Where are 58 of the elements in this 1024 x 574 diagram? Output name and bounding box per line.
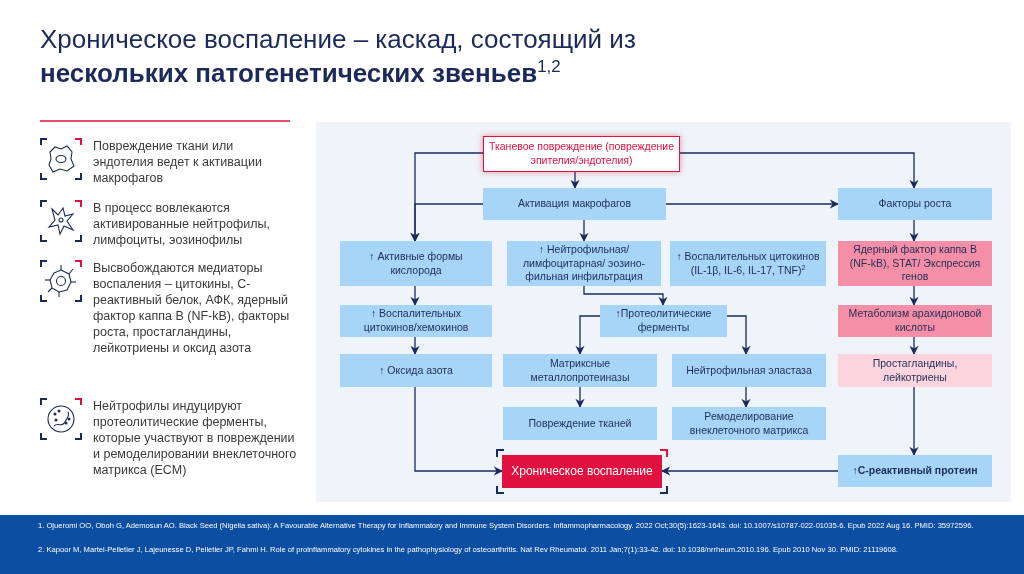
arrow	[661, 466, 839, 476]
arrow	[414, 386, 503, 476]
arrow	[410, 285, 420, 306]
arrow	[665, 199, 839, 209]
description-text: Высвобождаются медиаторы воспаления – цитокины, С-реактивный белок, АФК, ядерный фактор каппа B (NF-kB), факторы роста, простагландины, лейкотриены и оксид азота	[93, 260, 291, 356]
arrow	[909, 285, 919, 306]
arrow	[575, 386, 585, 408]
process-box	[672, 354, 826, 387]
box-label: ↑ Воспалительных цитокинов (IL-1β, IL-6, IL-17, TNF)$^{2}$	[675, 249, 821, 278]
box-label: Матриксные металлопротеиназы	[529, 356, 631, 385]
arrow	[741, 386, 751, 408]
box-label: Хроническое воспаление	[510, 463, 654, 480]
arrow	[579, 219, 589, 242]
process-box	[340, 354, 492, 387]
process-box	[838, 188, 992, 220]
description-text: В процесс вовлекаются активированные нейтрофилы, лимфоциты, эозинофилы	[93, 200, 271, 248]
process-box	[672, 407, 826, 440]
arrow	[909, 219, 919, 242]
process-box	[838, 455, 992, 487]
process-box	[838, 305, 992, 337]
arrow	[583, 285, 668, 306]
box-label: Ремоделирование внеклеточного матрикса	[688, 409, 810, 438]
arrow	[909, 336, 919, 355]
arrow	[410, 336, 420, 355]
arrow	[570, 171, 580, 189]
box-label: Нейтрофильная эластаза	[685, 363, 813, 378]
arrow	[909, 386, 919, 456]
description-text: Повреждение ткани или эндотелия ведет к активации макрофагов	[93, 138, 263, 186]
process-box	[340, 241, 492, 286]
outcome-box	[502, 455, 662, 488]
box-label: Ядерный фактор каппа B (NF-kB), STAT/ Экспрессия генов	[848, 243, 982, 284]
box-label: Факторы роста	[877, 197, 953, 211]
box-label: Тканевое повреждение (повреждение эпителия/эндотелия)	[487, 140, 675, 168]
arrow	[410, 203, 484, 242]
slide-title: Хроническое воспаление – каскад, состоящий из нескольких патогенетических звеньев$^{1,2}$	[40, 23, 637, 91]
process-box	[838, 354, 992, 387]
process-box	[838, 241, 992, 286]
box-label: Активация макрофагов	[517, 197, 632, 211]
box-label: ↑ Нейтрофильная/ лимфоцитарная/ эозино-фильная инфильтрация	[521, 243, 647, 284]
process-box	[670, 241, 826, 286]
process-box	[340, 305, 492, 337]
process-box	[503, 407, 657, 440]
process-box	[600, 305, 727, 337]
box-label: ↑ Оксида азота	[378, 363, 454, 378]
arrow	[575, 315, 601, 355]
arrow	[679, 152, 919, 189]
box-label: Метаболизм арахидоновой кислоты	[847, 307, 983, 335]
box-label: ↑С-реактивный протеин	[851, 464, 979, 478]
box-label: ↑ Активные формы кислорода	[368, 249, 464, 278]
process-box	[503, 354, 657, 387]
description-text: Нейтрофилы индуцируют протеолитические ферменты, которые участвуют в повреждении и ремоделировании внеклеточного матрикса (ECM)	[93, 398, 298, 478]
box-label: Простагландины, лейкотриены	[871, 356, 959, 385]
arrow	[726, 315, 751, 355]
box-label: Повреждение тканей	[527, 416, 633, 431]
process-box	[483, 188, 666, 220]
process-box	[507, 241, 661, 286]
box-label: ↑Протеолитические ферменты	[614, 307, 713, 335]
box-label: ↑ Воспалительных цитокинов/хемокинов	[362, 307, 470, 335]
